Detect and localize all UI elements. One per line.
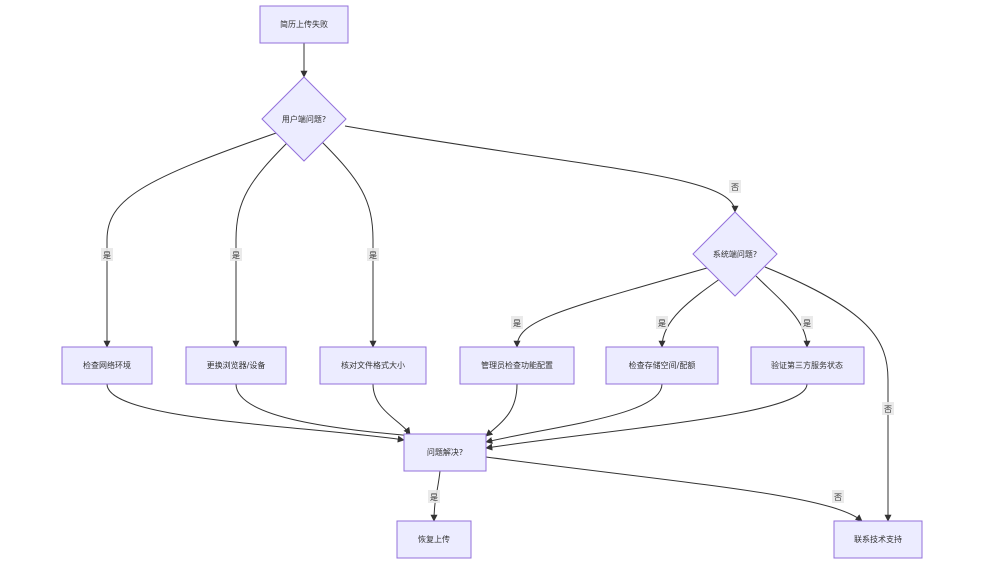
label-no: 否 xyxy=(731,183,739,192)
edge-file-to-resolved xyxy=(372,383,411,435)
node-label: 恢复上传 xyxy=(418,534,450,544)
label-no: 否 xyxy=(884,405,892,414)
label-yes-network: 是 xyxy=(101,248,113,261)
node-label: 问题解决? xyxy=(427,447,463,457)
label-yes-browser: 是 xyxy=(230,248,242,261)
node-resolved: 问题解决? xyxy=(403,433,487,472)
node-verify-third-party: 验证第三方服务状态 xyxy=(750,346,865,385)
node-label: 管理员检查功能配置 xyxy=(481,360,553,370)
label-yes: 是 xyxy=(658,319,666,328)
label-no-support-system: 否 xyxy=(882,402,894,415)
node-check-file: 核对文件格式大小 xyxy=(319,346,427,385)
label-yes: 是 xyxy=(103,251,111,260)
node-label: 联系技术支持 xyxy=(854,534,902,544)
node-upload-failed: 简历上传失败 xyxy=(259,5,349,44)
node-system-issue: 系统端问题? xyxy=(692,211,778,297)
node-label: 用户端问题? xyxy=(282,114,326,124)
node-restore-upload: 恢复上传 xyxy=(396,520,472,559)
label-yes: 是 xyxy=(232,251,240,260)
edge-client-to-network xyxy=(103,130,283,348)
edges xyxy=(103,43,892,522)
edge-labels: 是 是 是 否 是 是 是 否 xyxy=(101,180,894,503)
edge-thirdparty-to-resolved xyxy=(485,383,808,451)
edge-client-to-browser xyxy=(232,140,290,348)
label-yes-restore: 是 xyxy=(428,490,440,503)
label-yes-thirdparty: 是 xyxy=(801,316,813,329)
edge-system-to-support xyxy=(764,266,892,522)
edge-system-to-storage xyxy=(658,275,725,348)
edge-client-to-system xyxy=(344,125,739,213)
node-admin-config: 管理员检查功能配置 xyxy=(459,346,575,385)
node-client-issue: 用户端问题? xyxy=(261,76,347,162)
node-check-network: 检查网络环境 xyxy=(61,346,153,385)
label-yes: 是 xyxy=(430,493,438,502)
node-switch-browser: 更换浏览器/设备 xyxy=(185,346,287,385)
edge-network-to-resolved xyxy=(106,383,405,443)
edge-admin-to-resolved xyxy=(485,383,518,437)
node-label: 更换浏览器/设备 xyxy=(207,360,266,370)
label-no-support-resolved: 否 xyxy=(832,490,844,503)
node-check-storage: 检查存储空间/配额 xyxy=(605,346,719,385)
node-label: 简历上传失败 xyxy=(280,19,328,29)
label-yes-file: 是 xyxy=(367,248,379,261)
label-yes-storage: 是 xyxy=(656,316,668,329)
edge-system-to-admin xyxy=(513,265,715,348)
node-label: 检查存储空间/配额 xyxy=(629,360,696,370)
edge-storage-to-resolved xyxy=(485,383,663,445)
edge-client-to-file xyxy=(320,140,377,348)
edge-system-to-thirdparty xyxy=(755,275,811,348)
edge-resolved-to-support xyxy=(485,456,863,522)
label-no-system: 否 xyxy=(729,180,741,193)
node-label: 系统端问题? xyxy=(713,249,757,259)
edge-browser-to-resolved xyxy=(235,383,413,439)
node-contact-support: 联系技术支持 xyxy=(833,520,923,559)
label-yes: 是 xyxy=(369,251,377,260)
node-label: 检查网络环境 xyxy=(83,360,131,370)
label-yes-admin: 是 xyxy=(511,316,523,329)
node-label: 验证第三方服务状态 xyxy=(771,360,843,370)
node-label: 核对文件格式大小 xyxy=(341,360,405,370)
label-no: 否 xyxy=(834,493,842,502)
label-yes: 是 xyxy=(803,319,811,328)
nodes: 简历上传失败 用户端问题? 系统端问题? 检查网络环境 更换浏览器/设备 核对文… xyxy=(61,5,923,559)
label-yes: 是 xyxy=(513,319,521,328)
